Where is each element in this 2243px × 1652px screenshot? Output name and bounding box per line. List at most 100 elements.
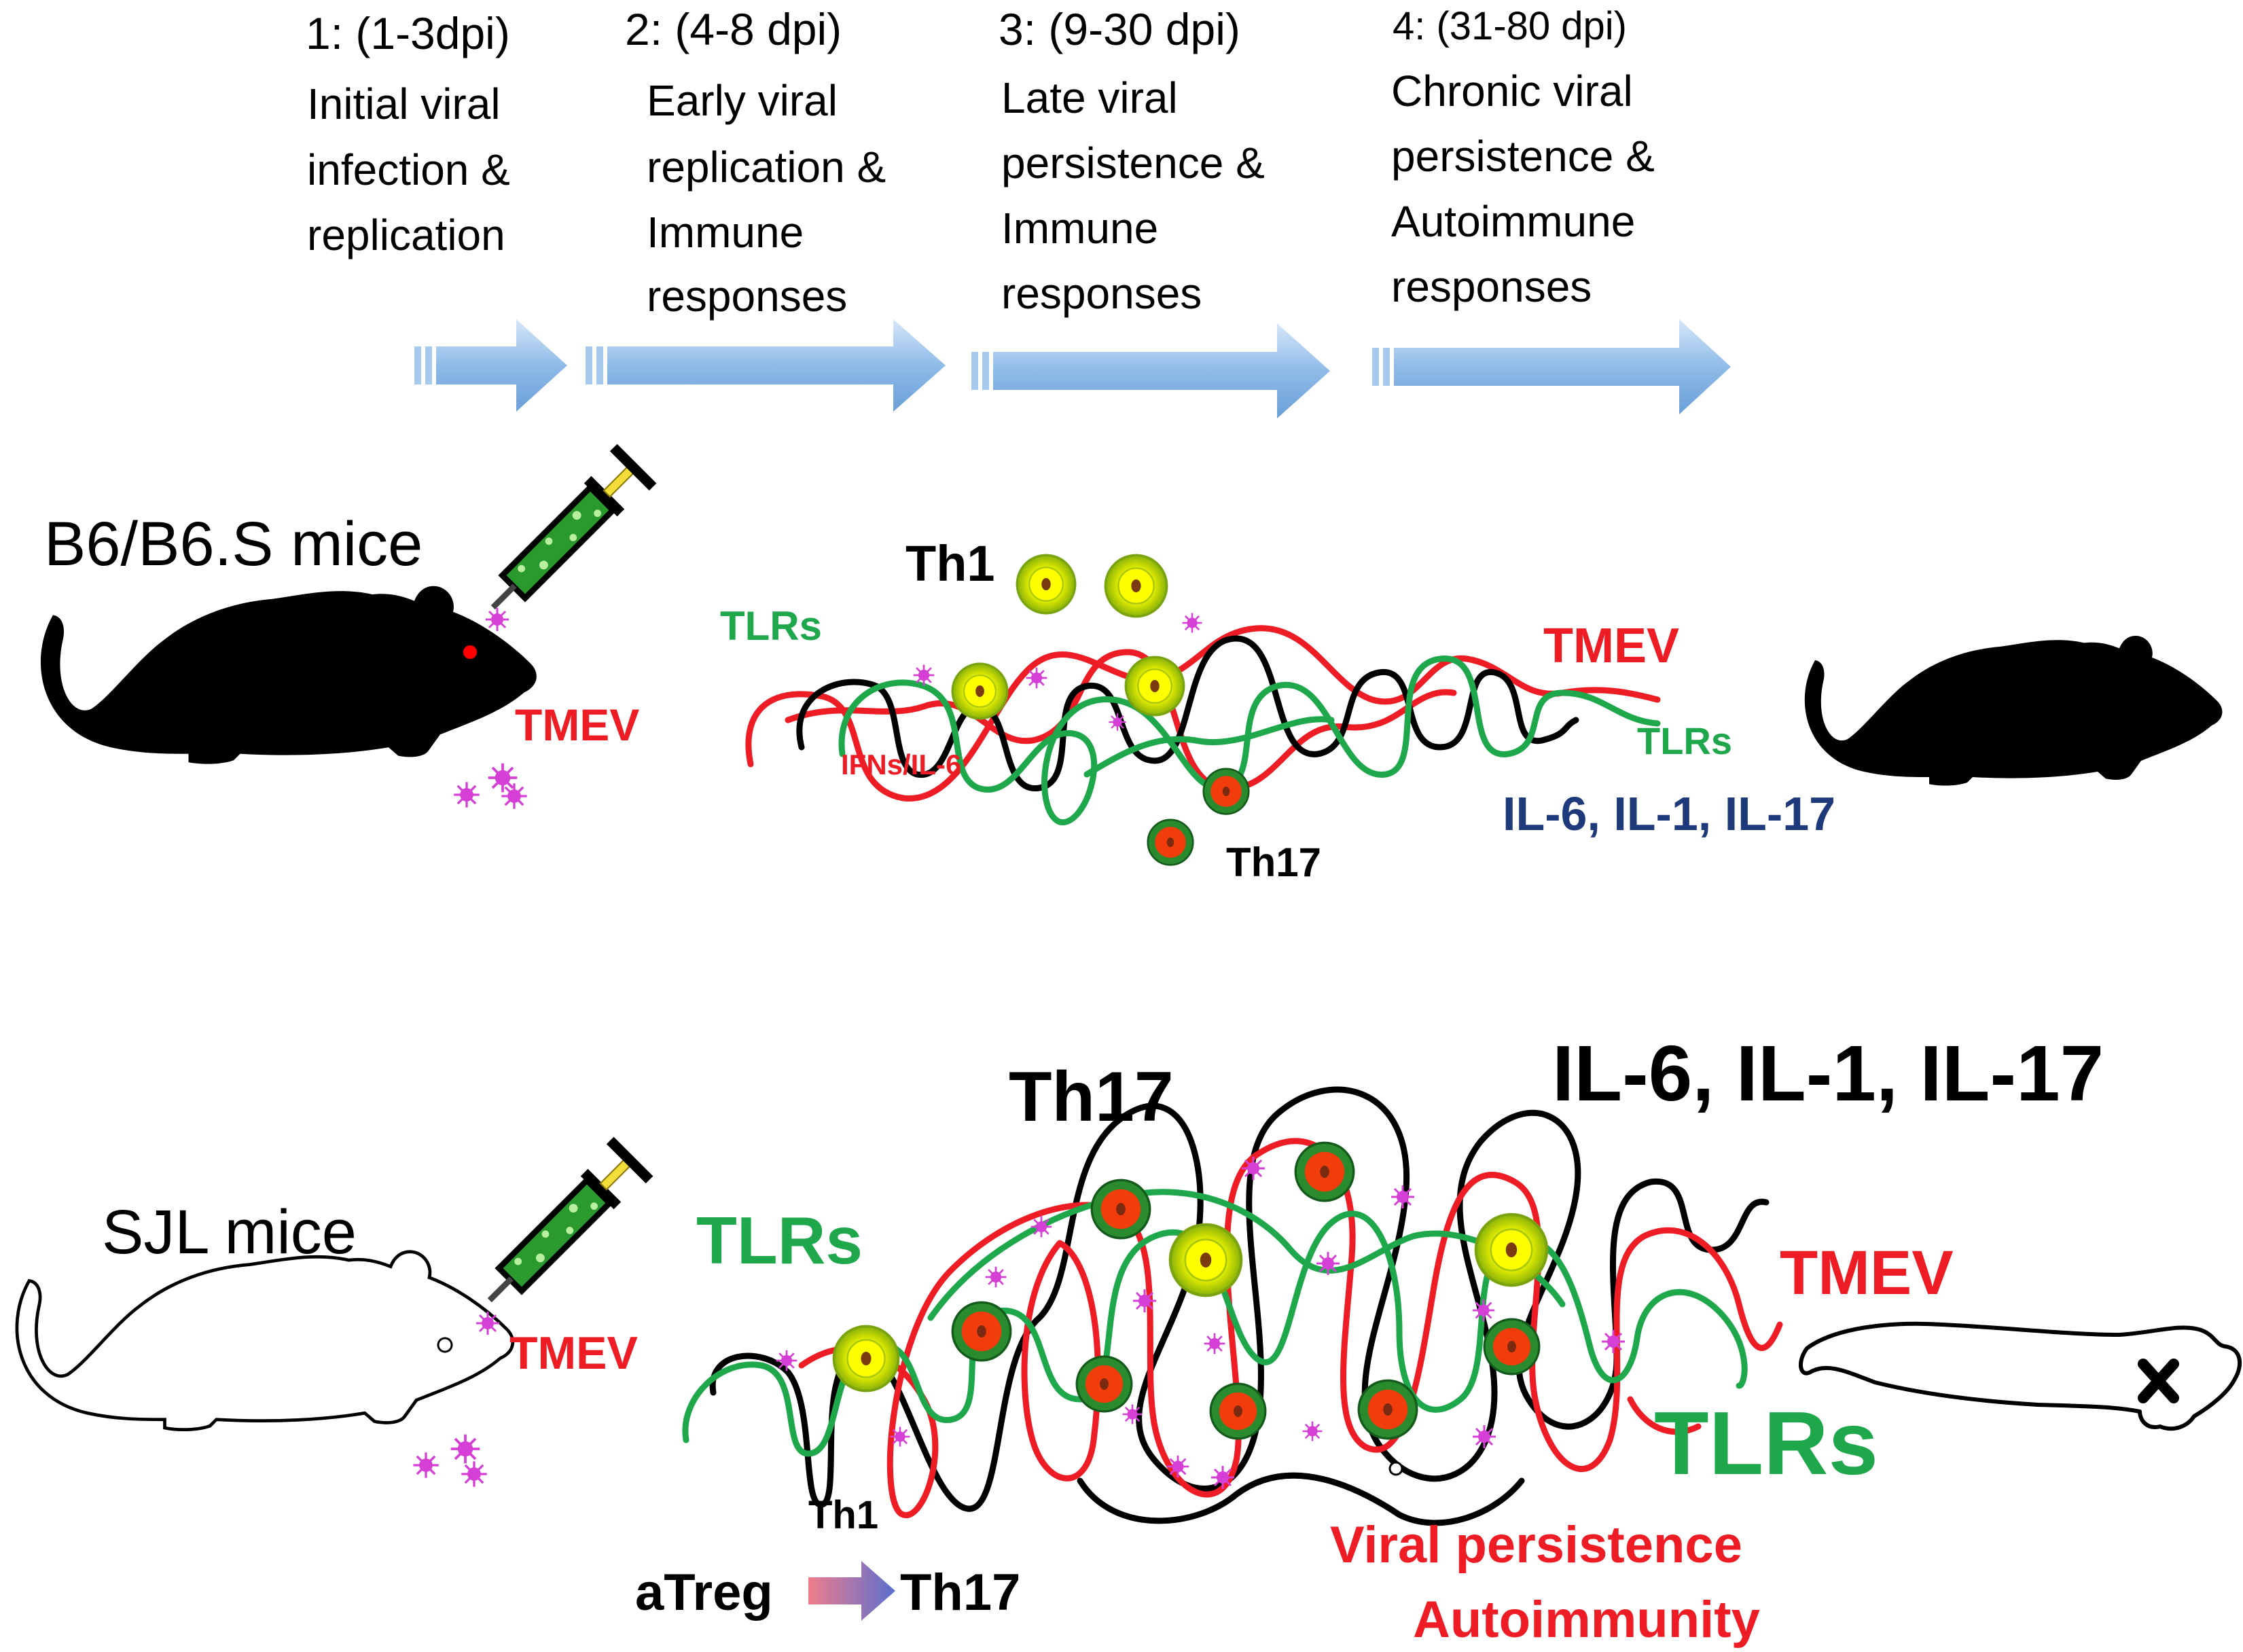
b6-mouse-eye-icon xyxy=(463,645,477,659)
outcome-autoimmunity-label: Autoimmunity xyxy=(1413,1591,1760,1649)
phase-3-line-2: persistence & xyxy=(1001,139,1265,187)
b6-virus-icon xyxy=(484,607,510,632)
sjl-paralyzed-mouse-icon xyxy=(1798,1321,2242,1431)
b6-th1-cell-icon xyxy=(1104,554,1168,618)
b6-strain-label: B6/B6.S mice xyxy=(44,509,423,579)
sjl-virus-icon xyxy=(1471,1298,1496,1323)
sjl-virus-icon xyxy=(1132,1288,1158,1314)
b6-green-strand xyxy=(1083,716,1335,778)
sjl-virus-icon xyxy=(1166,1454,1190,1479)
b6-virus-icon xyxy=(912,664,935,687)
phase-2-heading: 2: (4-8 dpi) xyxy=(625,4,842,54)
sjl-panel: SJL mice TMEV xyxy=(17,1029,2242,1649)
sjl-virus-icon xyxy=(475,1310,501,1336)
sjl-th1-cell-icon xyxy=(1476,1215,1547,1286)
sjl-virus-icon xyxy=(1471,1424,1497,1450)
sjl-paralysis-x-icon xyxy=(2138,1359,2179,1403)
sjl-tlrs-right-label: TLRs xyxy=(1654,1393,1878,1493)
sjl-virus-icon xyxy=(1600,1329,1626,1354)
b6-cytokines-label: IL-6, IL-1, IL-17 xyxy=(1503,787,1835,840)
sjl-virus-icon xyxy=(1030,1215,1053,1238)
b6-virus-icon xyxy=(500,782,528,810)
sjl-th17-cell-icon xyxy=(1357,1379,1418,1440)
b6-virus-icon xyxy=(1108,713,1127,732)
sjl-th1-cell-icon xyxy=(832,1325,900,1393)
b6-black-strand xyxy=(796,635,1579,791)
b6-tlrs-left-label: TLRs xyxy=(720,603,822,649)
sjl-virus-icon xyxy=(1302,1420,1323,1442)
b6-virus-icon xyxy=(486,761,519,794)
sjl-red-strand xyxy=(1021,1240,1702,1482)
phase-1-line-1: Initial viral xyxy=(307,79,501,128)
sjl-virus-icon xyxy=(1122,1403,1143,1425)
b6-th1-cell-icon xyxy=(1124,656,1185,717)
sjl-th17-cell-icon xyxy=(1209,1382,1267,1440)
sjl-th17-cell-icon xyxy=(951,1301,1012,1362)
b6-ifns-label: IFNs/IL-6 xyxy=(841,749,961,780)
atreg-label: aTreg xyxy=(635,1564,773,1621)
sjl-tlrs-left-label: TLRs xyxy=(696,1203,863,1278)
sjl-th17-cell-icon xyxy=(1075,1355,1133,1413)
sjl-tmev-right-label: TMEV xyxy=(1780,1238,1954,1308)
phase-4-line-2: persistence & xyxy=(1391,132,1655,181)
phase-4: 4: (31-80 dpi) Chronic viral persistence… xyxy=(1391,4,1655,311)
sjl-virus-icon xyxy=(889,1426,911,1448)
sjl-lesion-tangle xyxy=(682,1086,1783,1526)
sjl-green-strand xyxy=(927,1189,1566,1321)
sjl-th1-label: Th1 xyxy=(808,1493,878,1537)
phase-4-heading: 4: (31-80 dpi) xyxy=(1393,4,1627,48)
phase-arrow-1 xyxy=(414,319,567,412)
sjl-red-strand xyxy=(798,1138,1783,1518)
phase-arrow-2 xyxy=(586,319,946,412)
b6-tmev-right-label: TMEV xyxy=(1543,619,1679,673)
b6-mouse-icon xyxy=(40,586,537,764)
sjl-cytokines-label: IL-6, IL-1, IL-17 xyxy=(1552,1029,2104,1117)
phase-2-line-2: replication & xyxy=(647,143,886,192)
b6-recovered-mouse-icon xyxy=(1804,636,2223,786)
phase-4-line-3: Autoimmune xyxy=(1391,197,1635,246)
phase-2: 2: (4-8 dpi) Early viral replication & I… xyxy=(625,4,886,321)
phase-1: 1: (1-3dpi) Initial viral infection & re… xyxy=(306,8,510,259)
sjl-virus-icon xyxy=(1390,1184,1416,1210)
b6-th1-cell-icon xyxy=(951,662,1009,720)
sjl-black-strand xyxy=(1077,1472,1525,1526)
sjl-virus-icon xyxy=(1240,1155,1266,1181)
treg-conversion: aTreg Th17 xyxy=(635,1561,1020,1621)
sjl-th1-cell-icon xyxy=(1170,1225,1242,1296)
phase-4-line-1: Chronic viral xyxy=(1391,67,1633,115)
phase-1-line-3: replication xyxy=(307,211,505,259)
phase-4-line-4: responses xyxy=(1391,262,1592,311)
b6-panel: B6/B6.S mice TMEV Th1 TLRs TMEV TLRs xyxy=(40,444,2223,885)
outcome-viral-persistence-label: Viral persistence xyxy=(1330,1516,1742,1574)
b6-virus-icon xyxy=(452,780,481,809)
b6-th1-label: Th1 xyxy=(905,535,995,592)
treg-target-th17-label: Th17 xyxy=(900,1564,1020,1621)
sjl-mouse-icon xyxy=(17,1252,513,1430)
phase-timeline: 1: (1-3dpi) Initial viral infection & re… xyxy=(306,4,1731,418)
phase-1-line-2: infection & xyxy=(307,145,510,194)
b6-tmev-inject-label: TMEV xyxy=(515,700,639,750)
phase-arrow-3 xyxy=(971,323,1330,418)
sjl-black-strand xyxy=(709,1086,1770,1512)
sjl-virus-icon xyxy=(449,1433,482,1465)
sjl-syringe-icon xyxy=(470,1137,653,1321)
phase-arrow-4 xyxy=(1372,319,1731,414)
phase-3-line-1: Late viral xyxy=(1001,73,1178,122)
sjl-mouse-eye-icon xyxy=(437,1337,453,1353)
sjl-virus-icon xyxy=(412,1451,440,1479)
b6-th17-cell-icon xyxy=(1147,819,1194,866)
phase-3-line-3: Immune xyxy=(1001,204,1158,253)
b6-virus-icon xyxy=(1181,612,1203,634)
b6-th17-label: Th17 xyxy=(1226,840,1321,885)
sjl-virus-icon xyxy=(1315,1251,1341,1276)
phase-3-heading: 3: (9-30 dpi) xyxy=(999,4,1240,54)
b6-th1-cell-icon xyxy=(1016,554,1077,615)
b6-th17-cell-icon xyxy=(1202,768,1250,815)
phase-2-line-3: Immune xyxy=(647,208,804,257)
phase-2-line-1: Early viral xyxy=(647,76,838,125)
sjl-virus-icon xyxy=(984,1265,1007,1289)
sjl-small-cell-icon xyxy=(1388,1461,1403,1476)
sjl-th17-cell-icon xyxy=(1090,1179,1151,1240)
sjl-tmev-inject-label: TMEV xyxy=(509,1327,638,1379)
